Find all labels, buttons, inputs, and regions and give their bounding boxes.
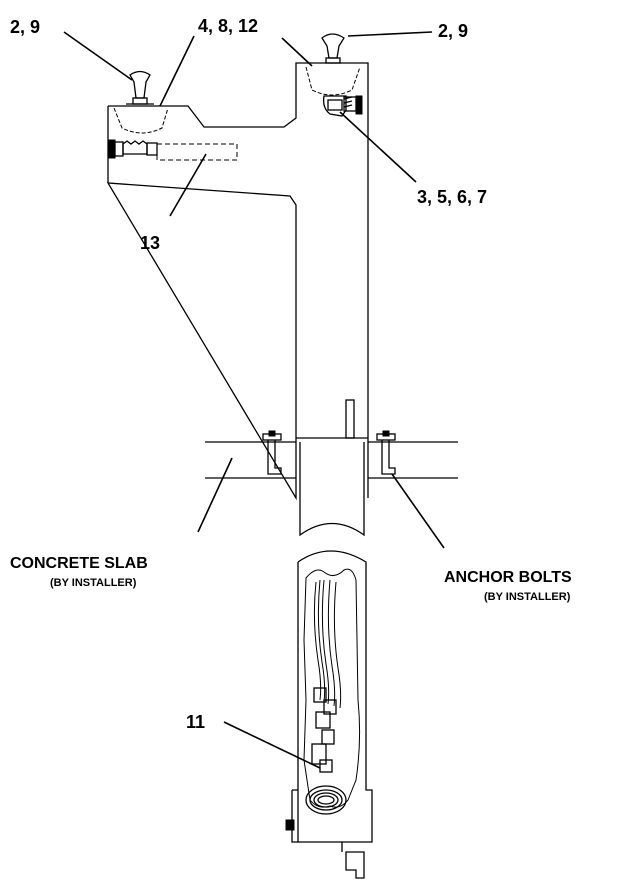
anchor-bolts-label: ANCHOR BOLTS — [444, 569, 572, 586]
concrete-slab-note: (BY INSTALLER) — [50, 577, 137, 589]
callout-valve-parts: 3, 5, 6, 7 — [417, 187, 487, 207]
anchor-bolts — [262, 430, 396, 475]
callout-right-bubbler: 2, 9 — [438, 21, 468, 41]
concrete-slab-label: CONCRETE SLAB — [10, 555, 148, 572]
callout-tube: 13 — [140, 233, 160, 253]
left-bubbler — [126, 70, 154, 105]
callout-lower-part: 11 — [186, 712, 205, 732]
pedestal-body — [106, 62, 369, 501]
lower-column — [285, 550, 373, 879]
right-valve-assembly — [322, 95, 363, 117]
right-bubbler — [321, 33, 345, 64]
anchor-bolts-note: (BY INSTALLER) — [484, 591, 571, 603]
flow-tube — [156, 143, 238, 161]
leader-lines — [63, 31, 445, 769]
callout-left-bubbler: 2, 9 — [10, 17, 40, 37]
left-valve-assembly — [107, 139, 238, 161]
callout-bowl-parts: 4, 8, 12 — [198, 16, 258, 36]
concrete-slab — [205, 399, 458, 537]
